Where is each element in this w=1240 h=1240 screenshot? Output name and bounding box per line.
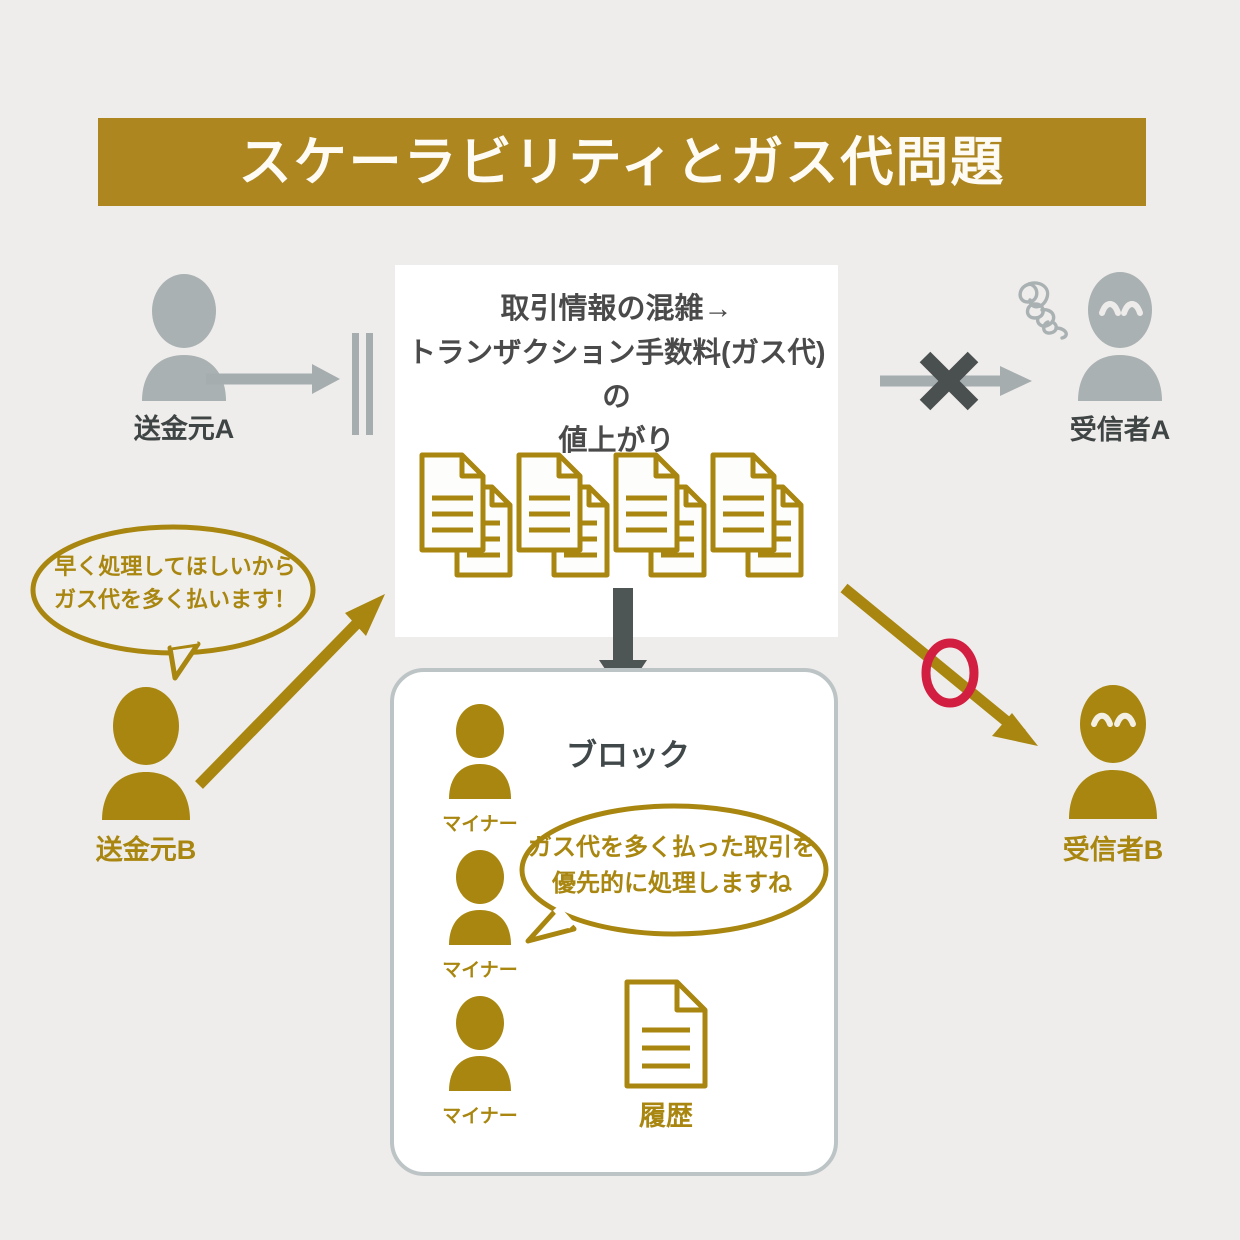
person-icon-gold [102,687,190,820]
sender-b-label: 送金元B [95,835,197,865]
miner-2-label: マイナー [442,960,518,981]
history-label: 履歴 [639,1101,693,1131]
speech-bubble-shape [519,803,829,944]
congestion-line-2: トランザクション手数料(ガス代)の [407,337,826,413]
miner-1-group: マイナー [430,704,530,836]
title-banner: スケーラビリティとガス代問題 [98,118,1146,206]
block-label: ブロック [566,738,690,773]
document-icon-front-3 [613,452,680,553]
allowed-circle-icon [921,638,979,708]
miner-icon-1 [449,704,511,799]
document-icon-front-2 [516,452,583,553]
receiver-b-label: 受信者B [1062,835,1164,865]
documents-icon-group [419,452,804,578]
history-document-icon [624,979,708,1089]
miner-bubble-line-2: 優先的に処理しますね [552,870,792,897]
miner-icon-2 [449,850,511,945]
sender-a-group: 送金元A [104,274,264,445]
congestion-line-1: 取引情報の混雑→ [500,293,733,325]
miner-speech-bubble: ガス代を多く払った取引を 優先的に処理しますね [512,798,832,958]
person-icon-gold-happy [1069,685,1157,819]
document-icon-front-1 [419,452,486,553]
arrow-sender-b-to-network [195,594,385,789]
miner-3-group: マイナー [430,996,530,1128]
blocked-cross-icon [919,351,979,411]
history-group: 履歴 [592,978,740,1131]
miner-3-label: マイナー [442,1106,518,1127]
sender-b-group: 送金元B [66,687,246,868]
receiver-a-label: 受信者A [1069,415,1171,445]
page-title: スケーラビリティとガス代問題 [238,132,1006,192]
receiver-b-group: 受信者B [1032,685,1212,866]
miner-icon-3 [449,996,511,1091]
sender-b-bubble-line-2: ガス代を多く払います！ [53,587,296,612]
miner-bubble-text: ガス代を多く払った取引を 優先的に処理しますね [512,830,832,902]
sender-b-bubble-text: 早く処理してほしいから ガス代を多く払います！ [25,550,325,616]
person-icon-gray-sad [1078,272,1162,401]
receiver-a-group: 受信者A [1040,272,1200,447]
transaction-documents-cluster [415,450,818,595]
arrow-sender-a-to-network [206,364,340,394]
speech-bubble-shape [30,524,316,681]
network-barrier-icon [352,333,376,435]
congestion-text: 取引情報の混雑→ トランザクション手数料(ガス代)の 値上がり [395,287,838,463]
miner-2-group: マイナー [430,850,530,982]
miner-1-label: マイナー [442,814,518,835]
sender-b-bubble-line-1: 早く処理してほしいから [54,554,296,579]
arrow-network-to-receiver-b [840,583,1038,746]
sender-a-label: 送金元A [133,414,235,444]
document-icon-front-4 [710,452,777,553]
frustration-scribble-icon [1018,281,1068,340]
congestion-line-3: 値上がり [558,425,675,457]
sender-b-speech-bubble: 早く処理してほしいから ガス代を多く払います！ [25,520,325,681]
person-icon-gray [142,274,226,401]
miner-bubble-line-1: ガス代を多く払った取引を [528,834,816,861]
congestion-card: 取引情報の混雑→ トランザクション手数料(ガス代)の 値上がり [395,265,838,637]
